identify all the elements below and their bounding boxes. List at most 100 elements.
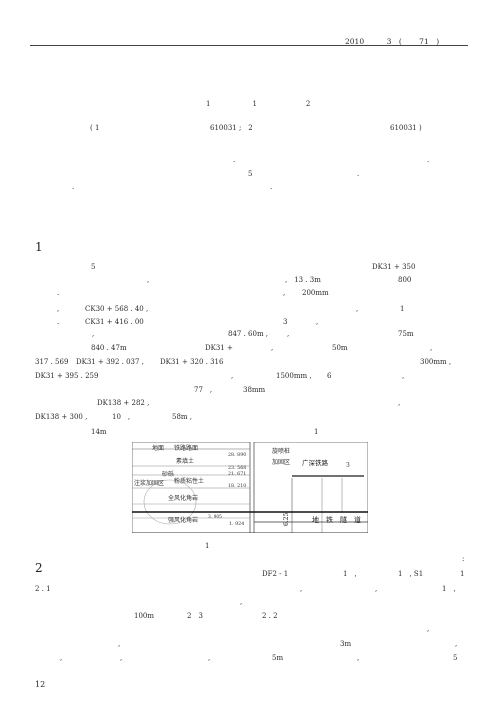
author-markers: 1 1 2 [206,100,311,108]
body-text: , [316,318,319,326]
abstract-mark: . [72,183,75,191]
figure-label: 粉质粘性土 [174,477,204,485]
body-text: DK31 + 320 . 316 [160,358,224,366]
figure-label: 广深铁路 [302,458,329,467]
body-text: 100m [134,612,154,620]
body-text: , [57,305,60,313]
elevation-label: 1. 924 [229,521,244,527]
body-text: 77 , [194,386,213,394]
figure-label: 素填土 [176,457,194,465]
figure-label: 铁路路面 [174,444,198,452]
body-text: , [60,654,63,662]
figure-label: 6.25 [283,512,290,526]
page-number: 12 [35,680,46,689]
body-text: 5 [91,263,96,271]
body-text: 840 . 47m [91,344,127,352]
figure-label: 3 [346,462,350,469]
body-text: 800 [398,276,412,284]
body-text: , [118,640,121,648]
body-text: , [455,640,458,648]
figure-label: 注浆加固区 [134,479,164,487]
figure-1-cross-section: 地面 铁路路面 素填土 砂砾 注浆加固区 粉质粘性土 全风化角岩 强风化角岩 2… [132,442,368,533]
body-text: 847 . 60m , [228,330,269,338]
body-text: , [398,399,401,407]
abstract-mark: . [233,156,236,164]
body-text: , [402,372,405,380]
figure-label: 砂砾 [162,470,174,478]
figure-label: 地面 [152,444,164,452]
body-text: 2 3 [187,612,203,620]
body-text: , [240,598,243,606]
figure-label: 加固区 [272,458,290,466]
body-text: , [120,654,123,662]
elevation-label: 28. 890 [228,452,246,458]
body-text: , [356,305,359,313]
body-text: 300mm , [420,358,452,366]
figure-label: 强风化角岩 [168,516,198,524]
body-text: CK31 + 416 . 00 [85,318,144,326]
abstract-mark: . [357,170,360,178]
figure-caption: 1 [205,542,210,550]
body-text: 1 [400,305,405,313]
body-text: 1 , S1 [398,570,424,578]
body-text: , [231,372,234,380]
body-text: , [92,330,95,338]
body-text: 10 , [112,413,131,421]
affiliation-left: ( 1 [90,124,100,132]
body-text: 200mm [302,289,329,297]
body-text: 14m [91,428,107,436]
body-text: DK31 + 350 [372,263,416,271]
body-text: 6 [327,372,332,380]
body-text: DK31 + [205,344,233,352]
abstract-mark: . [270,183,273,191]
body-text: , [283,289,286,297]
body-text: , [208,654,211,662]
body-text: 1 [460,570,465,578]
figure-label: 旋喷桩 [272,447,290,455]
body-text: , [375,585,378,593]
body-text: DK31 + 395 . 259 [35,372,99,380]
body-text: : [462,555,465,563]
body-text: DK138 + 282 , [97,399,150,407]
body-text: 38mm [243,386,266,394]
body-text: , [300,585,303,593]
body-text: , [430,344,433,352]
body-text: . [57,318,60,326]
body-text: CK30 + 568 . 40 , [85,305,149,313]
section-heading-2: 2 [35,561,43,575]
body-text: , [427,625,430,633]
body-text: , [287,330,290,338]
header-rule [30,45,468,46]
affiliation-middle: 610031 ; 2 [210,124,253,132]
body-text: 75m [398,330,414,338]
running-header: 2010 3 ( 71 ) [345,37,440,46]
body-text: 317 . 569 [35,358,69,366]
elevation-label: 23. 568 [228,465,246,471]
body-text: 50m [332,344,348,352]
body-text: . [57,289,60,297]
abstract-mark: 5 [248,170,253,178]
body-text: 1 , [343,570,357,578]
body-text: 2 . 2 [262,612,278,620]
elevation-label: 3. 905 [208,515,222,520]
figure-label: 地 铁 隧 道 [312,515,361,524]
elevation-label: 18. 210 [228,483,246,489]
elevation-label: 21. 671 [228,471,246,477]
body-text: 3 [283,318,288,326]
body-text: , [147,276,150,284]
body-text: 5 [453,654,458,662]
body-text: 1 , [442,585,456,593]
body-text: 3m [340,640,352,648]
body-text: DF2 - 1 [262,570,289,578]
body-text: , [271,344,274,352]
section-heading-1: 1 [35,240,43,254]
figure-label: 全风化角岩 [168,494,198,502]
body-text: 1 [314,428,319,436]
body-text: , [357,654,360,662]
body-text: DK31 + 392 . 037 , [76,358,144,366]
body-text: , 13 . 3m [285,276,321,284]
body-text: 5m [272,654,284,662]
body-text: 1500mm , [276,372,312,380]
abstract-mark: . [427,156,430,164]
affiliation-right: 610031 ) [390,124,422,132]
